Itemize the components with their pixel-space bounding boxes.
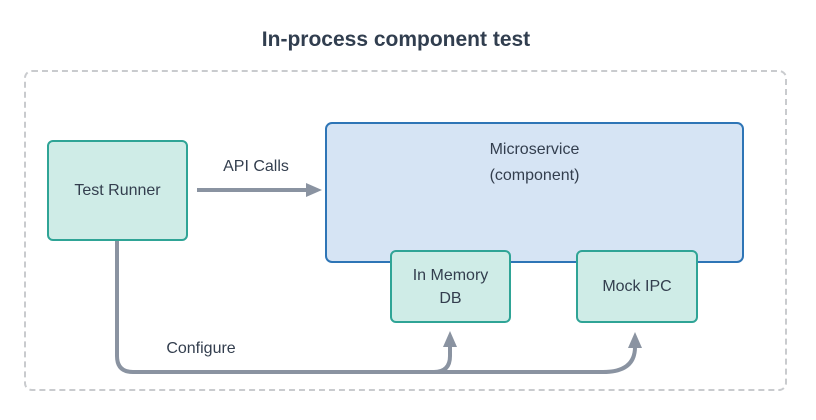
- node-mock-ipc-label: Mock IPC: [602, 278, 672, 295]
- diagram-title: In-process component test: [261, 28, 531, 51]
- process-boundary-dashed-box: [24, 70, 787, 391]
- node-in-memory-db-label-line2: DB: [439, 289, 462, 307]
- node-microservice-label-line2: (component): [489, 167, 580, 184]
- node-microservice-label-line1: Microservice: [489, 141, 580, 158]
- node-in-memory-db-label-line1: In Memory: [412, 266, 489, 284]
- edge-label-configure: Configure: [166, 340, 236, 357]
- node-in-memory-db: In Memory DB: [390, 250, 511, 323]
- node-mock-ipc: Mock IPC: [576, 250, 698, 323]
- edge-label-api-calls: API Calls: [223, 158, 289, 175]
- node-microservice: Microservice (component): [325, 122, 744, 263]
- node-test-runner-label: Test Runner: [74, 182, 161, 199]
- node-test-runner: Test Runner: [47, 140, 188, 241]
